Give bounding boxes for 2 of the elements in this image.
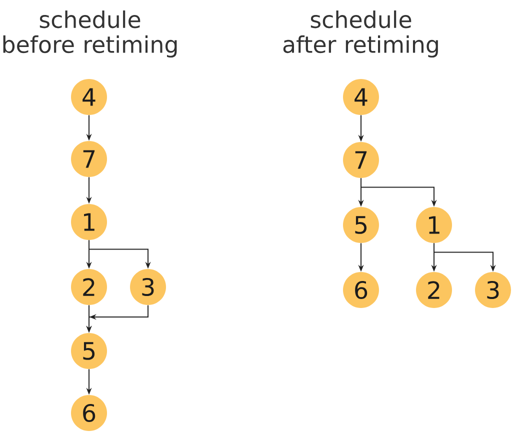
- heading: schedule after retiming: [283, 10, 438, 58]
- heading: schedule before retiming: [3, 10, 177, 58]
